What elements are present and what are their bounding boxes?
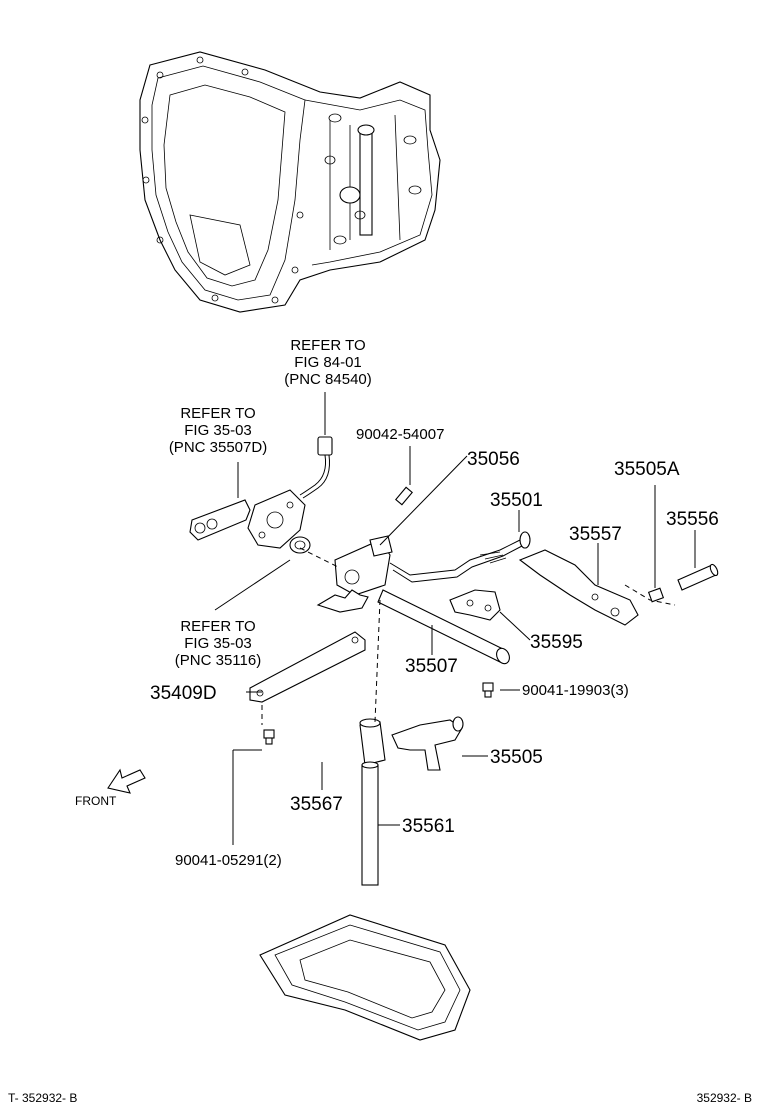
lever-35557-drawing — [518, 549, 639, 626]
footer-left-code: T- 352932- B — [8, 1091, 77, 1105]
part-90042-54007: 90042-54007 — [356, 426, 444, 443]
oil-pan-drawing — [259, 914, 471, 1041]
ref-35507d-line3: (PNC 35507D) — [169, 439, 267, 456]
part-35505: 35505 — [490, 747, 543, 768]
ref-84540-line2: FIG 84-01 — [294, 354, 362, 371]
collar-rod-drawing — [359, 718, 386, 886]
part-35595: 35595 — [530, 632, 583, 653]
ref-84540-line3: (PNC 84540) — [284, 371, 372, 388]
shaft-35507-drawing — [377, 589, 510, 665]
part-35507: 35507 — [405, 656, 458, 677]
part-90041-05291: 90041-05291(2) — [175, 852, 282, 869]
leader-lines — [214, 392, 696, 845]
ref-35116-line1: REFER TO — [180, 618, 255, 635]
ref-84540-line1: REFER TO — [290, 337, 365, 354]
ref-35507d-line1: REFER TO — [180, 405, 255, 422]
part-35505a: 35505A — [614, 459, 680, 480]
front-arrow-icon — [107, 768, 146, 794]
neutral-switch-drawing — [247, 436, 333, 549]
part-35501: 35501 — [490, 490, 543, 511]
spring-pin-drawing — [624, 563, 719, 606]
plate-35409d-drawing — [249, 631, 366, 745]
front-label: FRONT — [75, 794, 117, 808]
part-35557: 35557 — [569, 524, 622, 545]
part-35567: 35567 — [290, 794, 343, 815]
pin-90042-drawing — [395, 486, 413, 506]
shaft-35501-drawing — [389, 531, 531, 583]
ref-35116-line2: FIG 35-03 — [184, 635, 252, 652]
part-35056: 35056 — [467, 449, 520, 470]
footer-right-code: 352932- B — [697, 1091, 752, 1105]
bracket-35595-drawing — [449, 589, 501, 621]
part-90041-19903: 90041-19903(3) — [522, 682, 629, 699]
ref-35116-line3: (PNC 35116) — [175, 652, 261, 669]
oil-seal-drawing — [289, 536, 311, 554]
part-35556: 35556 — [666, 509, 719, 530]
part-35409d: 35409D — [150, 683, 217, 704]
lever-35507d-drawing — [189, 499, 251, 541]
fork-35505-drawing — [391, 716, 464, 771]
detent-lever-drawing — [316, 535, 393, 613]
ref-35507d-line2: FIG 35-03 — [184, 422, 252, 439]
bolt-90041-19903-drawing — [482, 682, 494, 698]
transmission-case-drawing — [139, 51, 441, 313]
part-35561: 35561 — [402, 816, 455, 837]
